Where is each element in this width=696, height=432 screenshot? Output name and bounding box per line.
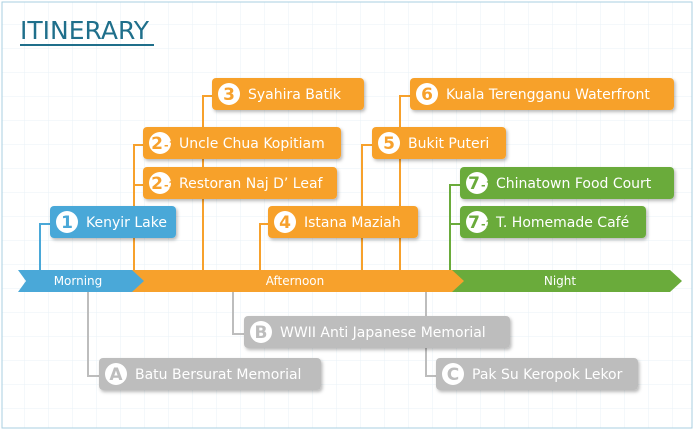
stop-sub-number: -1 — [164, 139, 176, 152]
stop-sub-number: -1 — [481, 179, 493, 192]
stop-number: 7 — [468, 174, 480, 194]
stop-number-circle — [250, 321, 272, 343]
diagram-title: ITINERARY — [20, 16, 150, 45]
stop-number-circle — [105, 363, 127, 385]
stop-number: 6 — [421, 85, 433, 105]
connector-line — [87, 292, 100, 377]
stop-label: Restoran Naj D’ Leaf — [179, 176, 324, 192]
timeline-band: Morning Afternoon Night — [18, 270, 682, 292]
stop-number: 2 — [151, 134, 163, 154]
stop-number: 2 — [151, 174, 163, 194]
stop-box — [372, 127, 506, 159]
connector-line — [259, 223, 270, 270]
stop-number-circle — [466, 172, 488, 194]
stop-number-circle — [149, 172, 171, 194]
stop-number: C — [447, 365, 459, 385]
stop-number-circle — [149, 132, 171, 154]
stop-box — [212, 78, 364, 110]
stop-label: Kuala Terengganu Waterfront — [446, 87, 650, 103]
stop-box — [268, 206, 418, 238]
stop-number-circle — [378, 132, 400, 154]
stop-box — [50, 206, 176, 238]
stop-box — [99, 358, 321, 390]
stop-label: Kenyir Lake — [86, 215, 167, 231]
stop-label: Chinatown Food Court — [496, 176, 652, 192]
connector-line — [232, 292, 246, 335]
stop-number-circle — [274, 211, 296, 233]
stop-s1: 1 Kenyir Lake — [50, 206, 176, 238]
connector-line — [449, 184, 462, 270]
stop-label: Uncle Chua Kopitiam — [179, 136, 325, 152]
timeline-label-afternoon: Afternoon — [266, 274, 325, 288]
stop-label: Istana Maziah — [304, 215, 401, 231]
stop-box — [460, 206, 646, 238]
stop-sub-number: -2 — [164, 179, 176, 192]
stop-sB: B WWII Anti Japanese Memorial — [244, 316, 510, 348]
stop-s6: 6 Kuala Terengganu Waterfront — [410, 78, 674, 110]
stop-number-circle — [442, 363, 464, 385]
stop-number: B — [255, 323, 268, 343]
stop-number: 4 — [279, 213, 291, 233]
timeline-label-night: Night — [544, 274, 577, 288]
stop-sA: A Batu Bersurat Memorial — [99, 358, 321, 390]
stop-s3: 3 Syahira Batik — [212, 78, 364, 110]
stop-number: 3 — [223, 85, 235, 105]
stop-box — [410, 78, 674, 110]
stop-number: 1 — [61, 213, 73, 233]
connector-line — [39, 223, 52, 270]
stop-sC: C Pak Su Keropok Lekor — [436, 358, 638, 390]
stop-label: T. Homemade Café — [495, 215, 629, 231]
stop-box — [460, 167, 674, 199]
stop-box — [436, 358, 638, 390]
timeline-segment-night — [452, 270, 682, 292]
stop-number-circle — [466, 211, 488, 233]
stop-label: Syahira Batik — [248, 87, 342, 103]
stop-label: WWII Anti Japanese Memorial — [280, 325, 486, 341]
timeline-segment-morning — [18, 270, 158, 292]
timeline-label-morning: Morning — [54, 274, 103, 288]
stop-label: Batu Bersurat Memorial — [135, 367, 301, 383]
stop-s5: 5 Bukit Puteri — [372, 127, 506, 159]
stop-label: Bukit Puteri — [408, 136, 489, 152]
stop-number: 5 — [383, 134, 395, 154]
stop-number: 7 — [468, 213, 480, 233]
timeline-segment-afternoon — [132, 270, 474, 292]
stop-box — [244, 316, 510, 348]
stop-number-circle — [56, 211, 78, 233]
stop-number-circle — [218, 83, 240, 105]
stop-s4: 4 Istana Maziah — [268, 206, 418, 238]
connector-line — [202, 95, 214, 270]
stop-number: A — [109, 365, 123, 385]
stop-box — [143, 167, 337, 199]
stop-label: Pak Su Keropok Lekor — [472, 367, 623, 383]
stop-number-circle — [416, 83, 438, 105]
stop-box — [143, 127, 341, 159]
stop-sub-number: -2 — [481, 218, 493, 231]
